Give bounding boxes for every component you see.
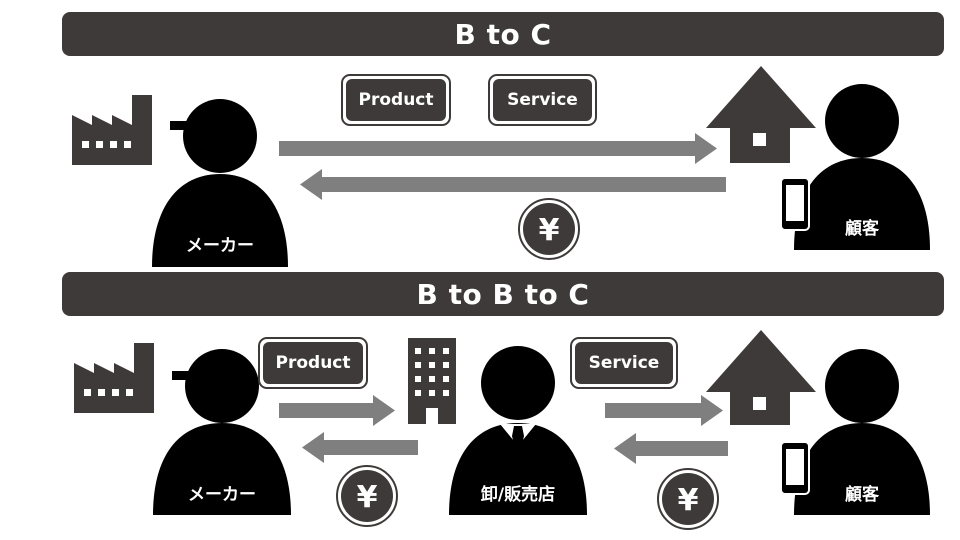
customer-label: 顧客: [845, 219, 879, 239]
payment-flow-arrow: [300, 169, 726, 200]
product-tag: Product: [341, 74, 451, 126]
maker-person-icon: [152, 99, 288, 267]
retailer-label: 卸/販売店: [480, 485, 556, 505]
product-flow-arrow: [279, 395, 395, 426]
b2c-title-banner: B to C: [62, 12, 944, 56]
smartphone-icon: [780, 177, 810, 231]
customer-person-icon: [794, 349, 930, 515]
yen-coin-icon: ¥: [518, 198, 580, 260]
service-tag: Service: [488, 74, 597, 126]
payment-flow-arrow: [302, 432, 418, 463]
factory-icon: [72, 95, 152, 165]
yen-coin-icon: ¥: [657, 468, 719, 530]
service-tag-label: Service: [575, 342, 673, 384]
svg-text:¥: ¥: [357, 480, 378, 515]
maker-person-icon: [153, 349, 291, 515]
maker-label: メーカー: [188, 485, 256, 505]
service-flow-arrow: [605, 395, 723, 426]
svg-text:¥: ¥: [539, 213, 560, 248]
house-icon: [706, 66, 816, 163]
product-tag: Product: [258, 337, 368, 389]
customer-person-icon: [794, 84, 930, 250]
customer-label: 顧客: [845, 485, 879, 505]
b2b2c-title-banner: B to B to C: [62, 272, 944, 316]
product-tag-label: Product: [346, 79, 446, 121]
payment-flow-arrow: [614, 433, 728, 464]
yen-coin-icon: ¥: [336, 465, 398, 527]
product-flow-arrow: [279, 133, 717, 164]
maker-label: メーカー: [186, 236, 254, 256]
retailer-person-icon: [449, 346, 587, 515]
service-tag-label: Service: [493, 79, 592, 121]
service-tag: Service: [570, 337, 678, 389]
office-building-icon: [408, 338, 456, 424]
house-icon: [706, 330, 816, 425]
product-tag-label: Product: [263, 342, 363, 384]
svg-text:¥: ¥: [678, 483, 699, 518]
factory-icon: [74, 343, 154, 413]
b2c-title: B to C: [454, 17, 552, 51]
smartphone-icon: [780, 441, 810, 495]
b2b2c-title: B to B to C: [416, 277, 590, 311]
